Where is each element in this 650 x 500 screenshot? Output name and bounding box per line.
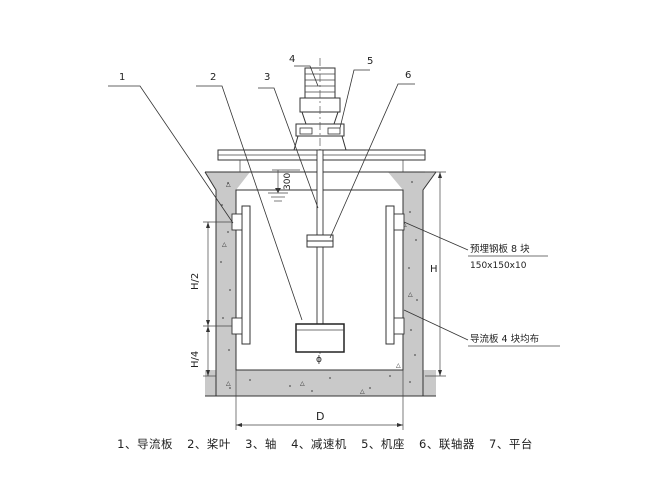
legend-item: 7、平台 xyxy=(489,437,533,451)
svg-text:△: △ xyxy=(396,362,401,369)
dimension-diameter: D xyxy=(235,370,404,430)
svg-text:△: △ xyxy=(222,241,227,248)
callout-3: 3 xyxy=(264,72,270,83)
callout-2: 2 xyxy=(210,72,216,83)
svg-text:△: △ xyxy=(226,380,231,387)
impeller-blade xyxy=(295,323,345,353)
dimension-h-fractions: H/2 H/4 xyxy=(190,221,232,377)
legend-item: 6、联轴器 xyxy=(419,437,475,451)
baffle-note: 导流板 4 块均布 xyxy=(470,333,539,345)
dimension-height-label: H xyxy=(430,264,438,275)
callout-leaders xyxy=(108,65,469,341)
callout-6: 6 xyxy=(405,70,411,81)
callout-1: 1 xyxy=(119,72,125,83)
dimension-h-half-label: H/2 xyxy=(190,273,201,290)
svg-text:△: △ xyxy=(300,380,305,387)
phi-symbol: ϕ xyxy=(316,355,322,365)
svg-text:△: △ xyxy=(226,181,231,188)
dimension-height: H xyxy=(425,171,446,377)
embedded-plate-size: 150x150x10 xyxy=(470,261,527,271)
legend-item: 4、减速机 xyxy=(291,437,347,451)
parts-legend: 1、导流板 2、桨叶 3、轴 4、减速机 5、机座 6、联轴器 7、平台 xyxy=(0,436,650,452)
legend-item: 1、导流板 xyxy=(117,437,173,451)
dimension-300-label: 300 xyxy=(283,173,293,190)
dimension-h-quarter-label: H/4 xyxy=(190,351,201,368)
baffles xyxy=(231,205,405,345)
svg-text:△: △ xyxy=(402,221,407,228)
legend-item: 5、机座 xyxy=(361,437,405,451)
dimension-diameter-label: D xyxy=(316,410,324,423)
coupling xyxy=(306,234,334,248)
dimension-300: 300 xyxy=(272,169,300,193)
svg-text:△: △ xyxy=(360,388,365,395)
callout-4: 4 xyxy=(289,54,295,65)
embedded-plate-note: 预埋钢板 8 块 xyxy=(470,243,530,255)
legend-item: 2、桨叶 xyxy=(187,437,231,451)
callout-5: 5 xyxy=(367,56,373,67)
svg-text:△: △ xyxy=(408,291,413,298)
legend-item: 3、轴 xyxy=(245,437,277,451)
